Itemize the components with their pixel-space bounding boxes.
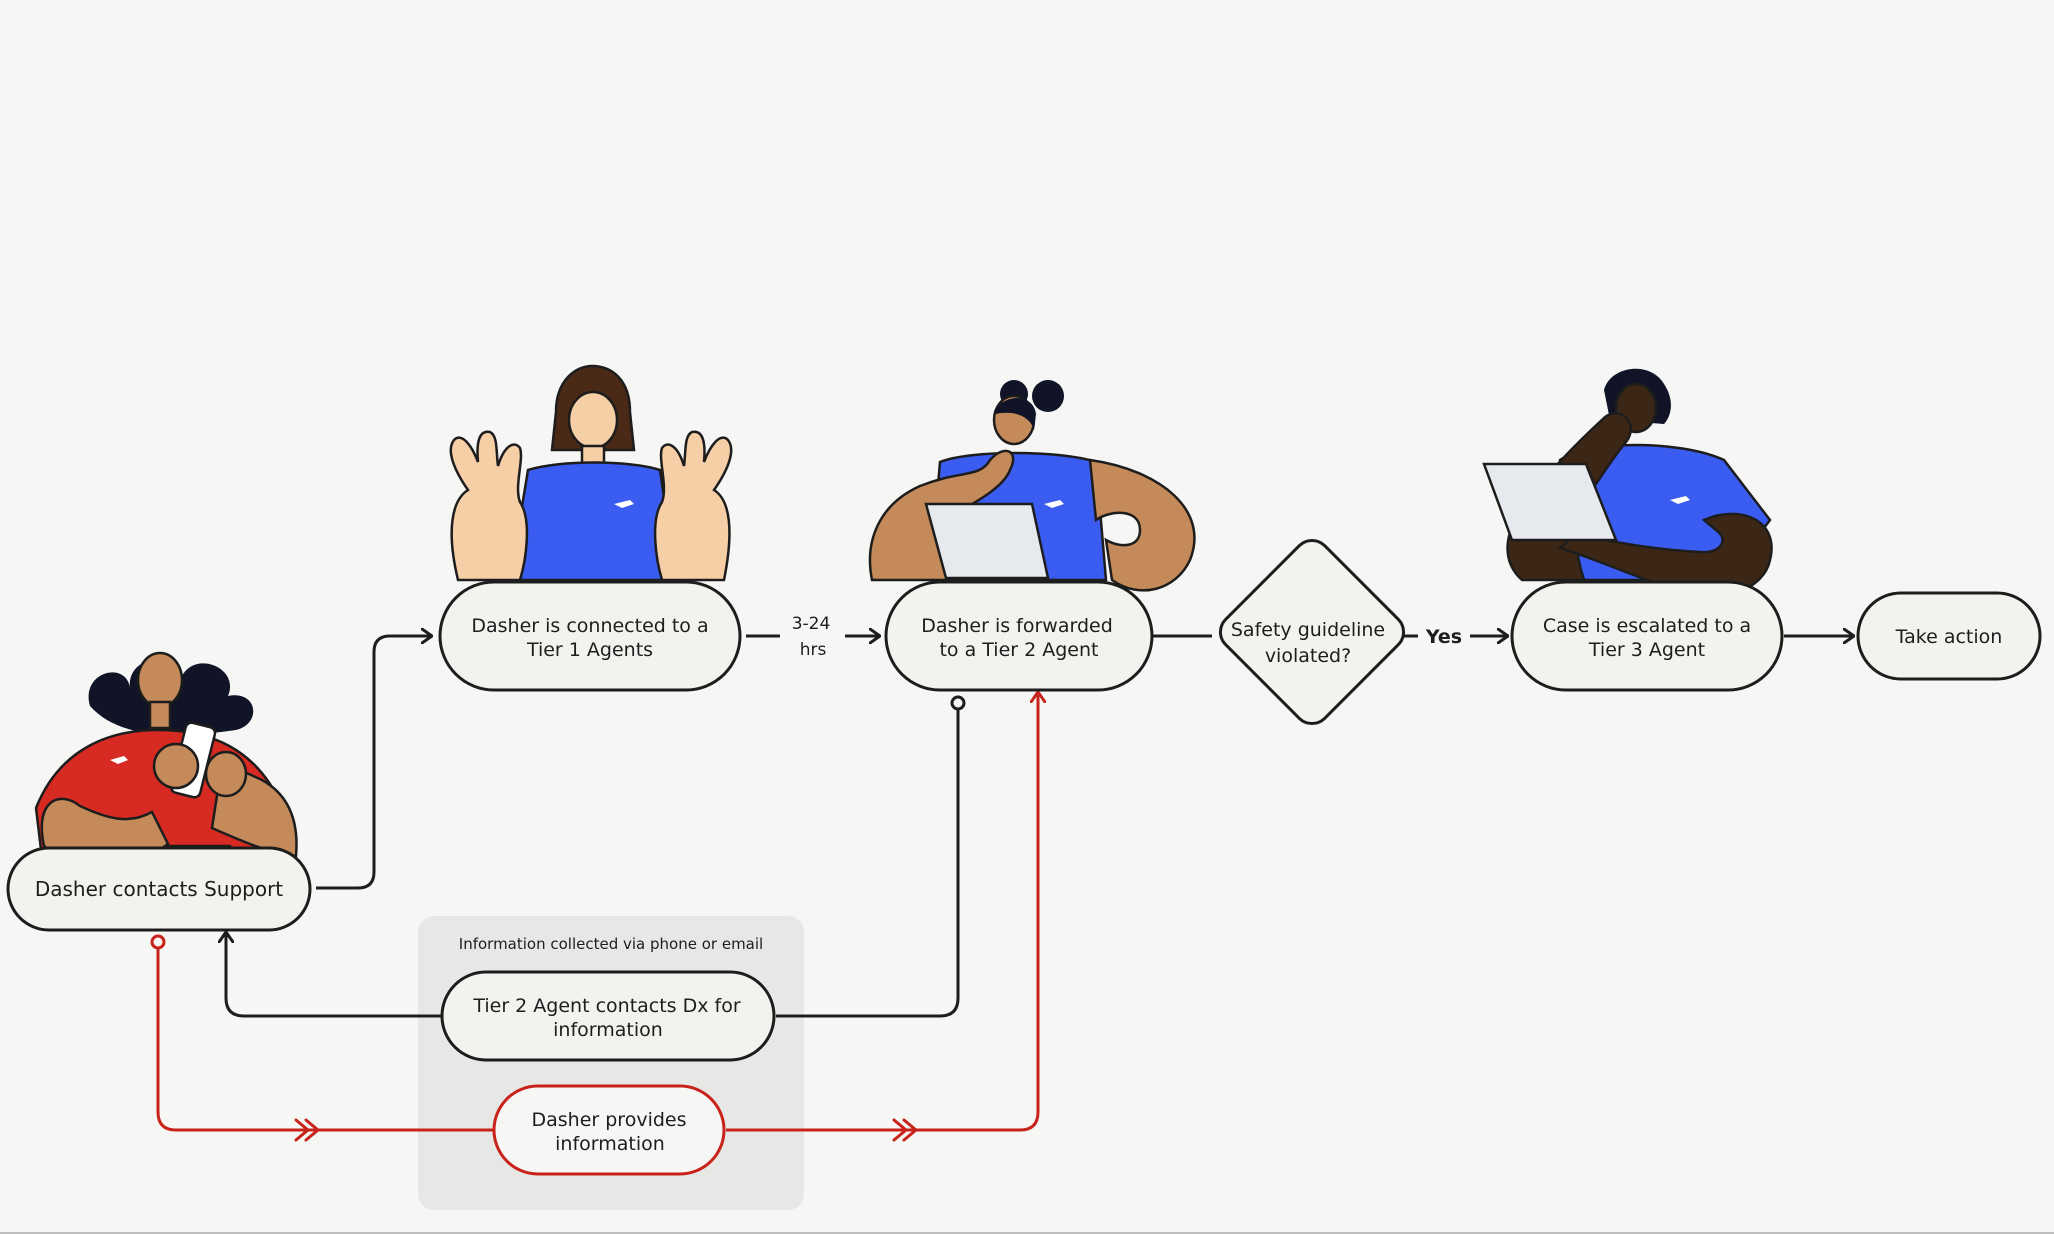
node-label-line2: Tier 3 Agent (1588, 639, 1705, 661)
node-label-line2: information (555, 1133, 665, 1155)
info-panel-caption: Information collected via phone or email (459, 935, 763, 953)
node-tier1-connection: Dasher is connected to a Tier 1 Agents (438, 580, 742, 692)
node-take-action: Take action (1856, 591, 2042, 681)
double-chevron-icon (892, 1118, 918, 1142)
decision-safety-guideline: Safety guideline violated? (1218, 538, 1406, 726)
node-label-line1: Dasher provides (531, 1109, 686, 1131)
tier1-agent-illustration (449, 364, 733, 582)
node-tier3-escalation: Case is escalated to a Tier 3 Agent (1510, 580, 1784, 692)
node-label-line2: information (553, 1019, 663, 1041)
red-connector-provides-to-tier2 (726, 692, 1038, 1132)
connector-tier2-to-contacts (776, 703, 960, 1018)
tier3-agent-illustration (1482, 368, 1773, 599)
node-label-line1: Dasher is connected to a (471, 615, 708, 637)
bottom-border (0, 1232, 2054, 1234)
connector-origin-dot (950, 695, 966, 711)
node-label-line2: to a Tier 2 Agent (939, 639, 1098, 661)
node-tier2-contacts-dx: Tier 2 Agent contacts Dx for information (440, 970, 776, 1062)
dasher-illustration (34, 651, 298, 869)
decision-label-line2: violated? (1265, 645, 1351, 667)
node-label: Dasher contacts Support (35, 877, 283, 901)
node-label-line1: Case is escalated to a (1543, 615, 1751, 637)
connector-support-to-tier1 (316, 636, 432, 890)
node-label-line1: Dasher is forwarded (921, 615, 1113, 637)
decision-label-line1: Safety guideline (1231, 619, 1385, 641)
wait-time-bottom: hrs (800, 640, 827, 660)
red-connector-support-to-provides (156, 942, 494, 1132)
node-dasher-contacts-support: Dasher contacts Support (6, 846, 312, 932)
node-label: Take action (1895, 626, 2003, 648)
node-dasher-provides-info: Dasher provides information (492, 1084, 726, 1176)
double-chevron-icon (294, 1118, 320, 1142)
yes-label: Yes (1425, 626, 1462, 648)
node-label-line1: Tier 2 Agent contacts Dx for (472, 995, 741, 1017)
red-origin-dot (150, 934, 166, 950)
wait-time-top: 3-24 (792, 614, 831, 634)
node-tier2-forward: Dasher is forwarded to a Tier 2 Agent (884, 580, 1154, 692)
node-label-line2: Tier 1 Agents (526, 639, 653, 661)
tier2-agent-illustration (868, 380, 1196, 592)
connector-contacts-to-support (226, 932, 442, 1018)
